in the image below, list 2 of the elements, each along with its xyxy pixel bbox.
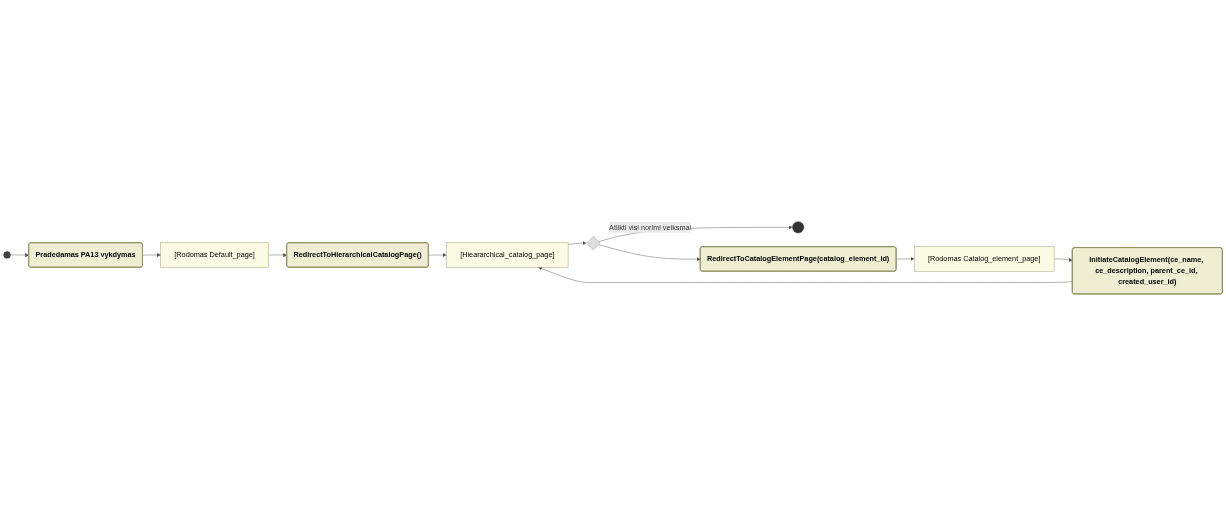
node-diamond xyxy=(586,235,601,250)
node-circle xyxy=(3,251,11,259)
